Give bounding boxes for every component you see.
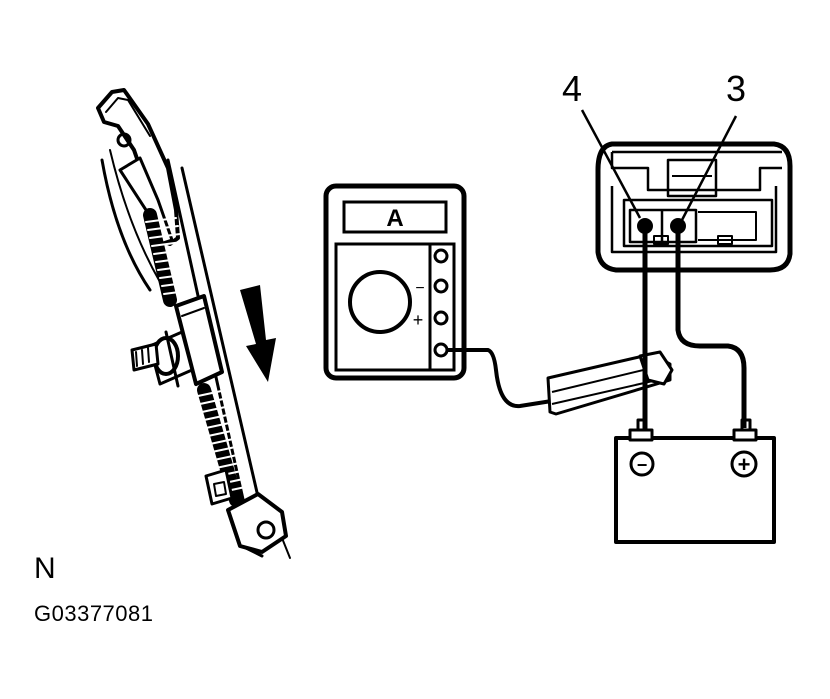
terminal-4-pointer: [580, 109, 642, 219]
connector: [595, 141, 793, 273]
lower-spring: [197, 383, 251, 507]
meter-minus-mark: −: [415, 280, 424, 297]
battery-negative-mark: −: [637, 455, 648, 475]
terminal-3-pointer: [680, 115, 738, 221]
meter-plus-mark: +: [413, 310, 424, 330]
meter-display-text: A: [386, 205, 403, 232]
view-label: N: [34, 552, 56, 585]
battery: [614, 418, 776, 544]
meter-lead-wire: [446, 348, 559, 409]
down-arrow-icon: [240, 285, 276, 382]
battery-positive-icon: [730, 450, 758, 478]
current-clamp: [546, 350, 674, 416]
anchor-bolt: [130, 330, 194, 388]
terminal-3-label: 3: [726, 68, 747, 109]
battery-negative-icon: [629, 451, 655, 477]
ammeter: [323, 183, 467, 381]
upper-spring: [143, 208, 195, 307]
terminal-4-label: 4: [562, 68, 583, 109]
seat-belt-adjuster-drawing: [96, 88, 291, 559]
battery-positive-mark: +: [738, 452, 751, 477]
terminal-3-lead: [675, 232, 747, 428]
figure-code: G03377081: [34, 601, 154, 626]
